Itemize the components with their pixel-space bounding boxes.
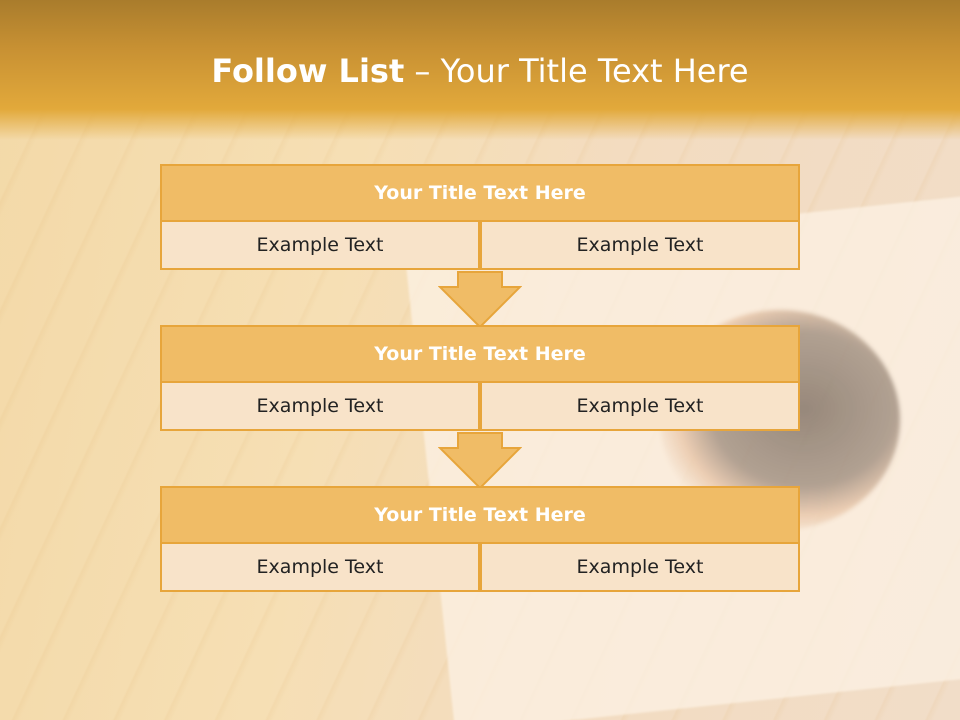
title-bold: Follow List	[211, 52, 405, 90]
title-rest: – Your Title Text Here	[404, 52, 749, 90]
step-3-right-text: Example Text	[480, 542, 800, 592]
step-title-2: Your Title Text Here	[160, 325, 800, 383]
step-2-left-text: Example Text	[160, 381, 480, 431]
slide-title: Follow List – Your Title Text Here	[0, 52, 960, 90]
step-box-3: Your Title Text Here Example Text Exampl…	[160, 486, 800, 592]
step-3-left-text: Example Text	[160, 542, 480, 592]
step-2-right-text: Example Text	[480, 381, 800, 431]
step-1-right-text: Example Text	[480, 220, 800, 270]
step-title-3: Your Title Text Here	[160, 486, 800, 544]
step-box-1: Your Title Text Here Example Text Exampl…	[160, 164, 800, 270]
down-arrow-icon-1	[438, 271, 522, 329]
down-arrow-icon-2	[438, 432, 522, 490]
step-box-2: Your Title Text Here Example Text Exampl…	[160, 325, 800, 431]
step-title-1: Your Title Text Here	[160, 164, 800, 222]
header-band	[0, 0, 960, 140]
step-1-left-text: Example Text	[160, 220, 480, 270]
